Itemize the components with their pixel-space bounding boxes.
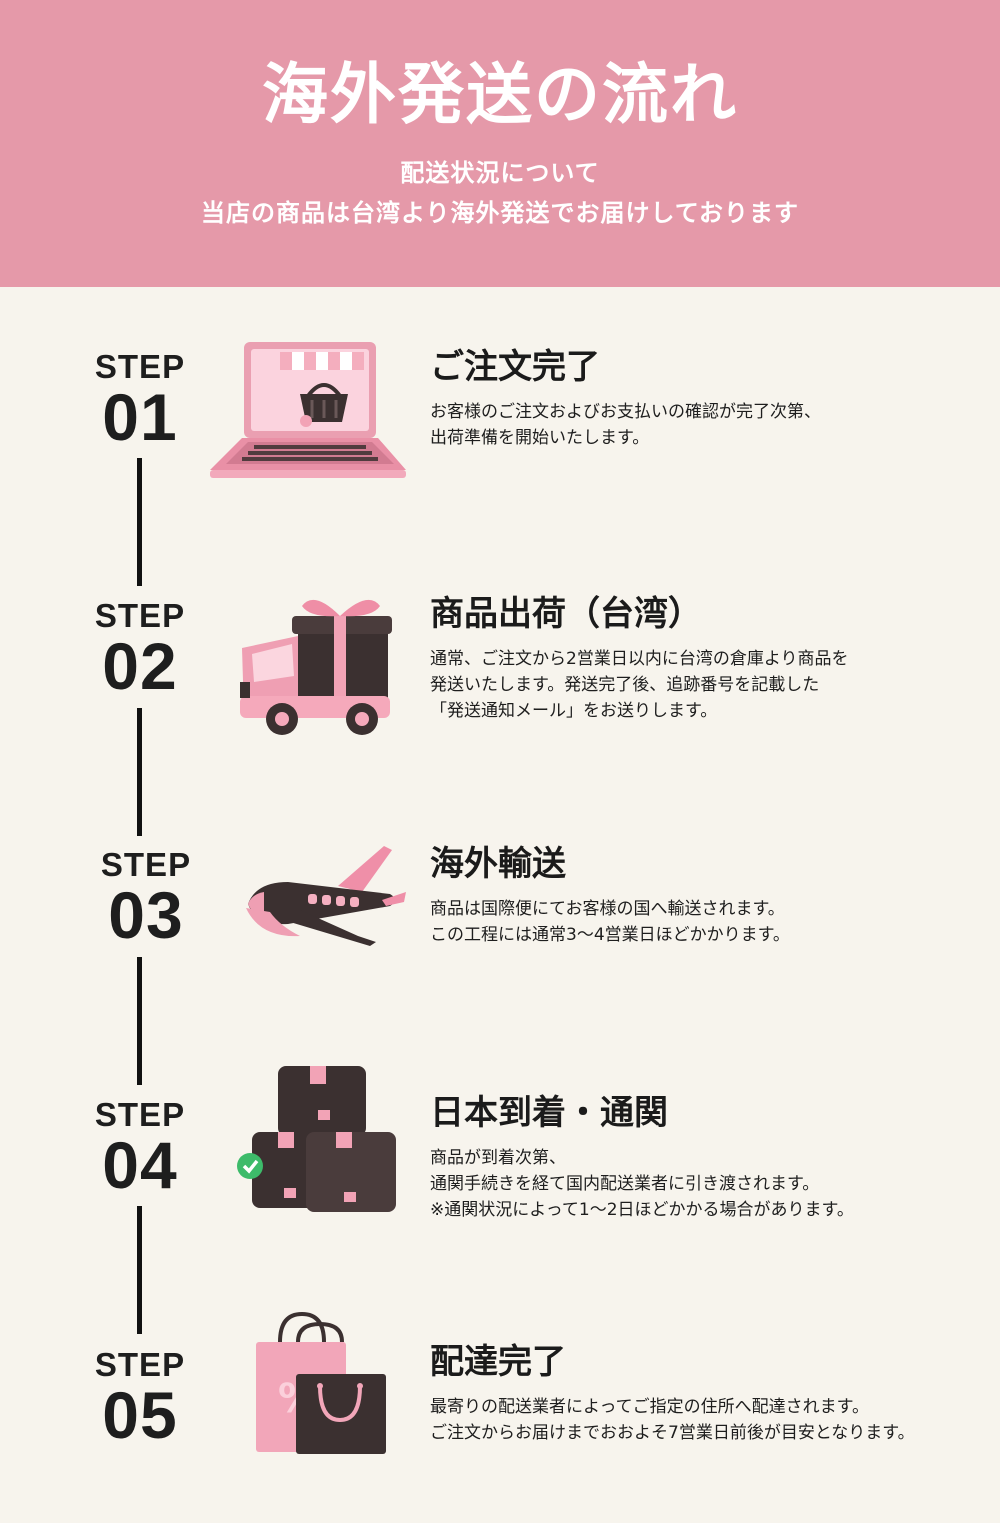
- step-3-desc-line-2: この工程には通常3～4営業日ほどかかります。: [430, 925, 790, 945]
- header-subtitle-line-2: 当店の商品は台湾より海外発送でお届けしております: [200, 199, 800, 227]
- step-4-word: STEP: [94, 1096, 186, 1133]
- step-2-title: 商品出荷（台湾）: [430, 594, 702, 634]
- delivery-truck-gift-icon: [240, 599, 392, 735]
- step-2-desc-line-3: 「発送通知メール」をお送りします。: [430, 701, 718, 721]
- shopping-bags-icon: %: [256, 1312, 386, 1454]
- airplane-icon: [246, 846, 406, 946]
- step-1-desc-line-2: 出荷準備を開始いたします。: [430, 428, 650, 448]
- step-1-content: ご注文完了 お客様のご注文およびお支払いの確認が完了次第、 出荷準備を開始いたし…: [430, 345, 970, 451]
- step-2-label: STEP 02: [80, 597, 200, 703]
- step-connector-2: [137, 708, 142, 836]
- step-1-title: ご注文完了: [430, 347, 600, 387]
- step-5-word: STEP: [94, 1346, 186, 1383]
- step-2-word: STEP: [94, 597, 186, 634]
- step-5-content: 配達完了 最寄りの配送業者によってご指定の住所へ配達されます。 ご注文からお届け…: [430, 1340, 970, 1446]
- step-3-content: 海外輸送 商品は国際便にてお客様の国へ輸送されます。 この工程には通常3～4営業…: [430, 842, 970, 948]
- step-2-content: 商品出荷（台湾） 通常、ご注文から2営業日以内に台湾の倉庫より商品を 発送いたし…: [430, 592, 970, 724]
- step-1-label: STEP 01: [80, 348, 200, 454]
- step-3-number: 03: [108, 878, 184, 952]
- step-2-desc-line-1: 通常、ご注文から2営業日以内に台湾の倉庫より商品を: [430, 649, 849, 669]
- step-3-description: 商品は国際便にてお客様の国へ輸送されます。 この工程には通常3～4営業日ほどかか…: [430, 896, 970, 948]
- step-3-label: STEP 03: [86, 846, 206, 952]
- step-4-number: 04: [102, 1128, 178, 1202]
- step-5-number: 05: [102, 1378, 178, 1452]
- page-title: 海外発送の流れ: [262, 56, 738, 133]
- step-4-content: 日本到着・通関 商品が到着次第、 通関手続きを経て国内配送業者に引き渡されます。…: [430, 1091, 970, 1223]
- step-2-description: 通常、ご注文から2営業日以内に台湾の倉庫より商品を 発送いたします。発送完了後、…: [430, 646, 970, 724]
- laptop-shopping-basket-icon: [210, 342, 406, 478]
- step-3-desc-line-1: 商品は国際便にてお客様の国へ輸送されます。: [430, 899, 785, 919]
- step-4-desc-line-1: 商品が到着次第、: [430, 1148, 566, 1168]
- step-2-desc-line-2: 発送いたします。発送完了後、追跡番号を記載した: [430, 675, 820, 695]
- step-1-description: お客様のご注文およびお支払いの確認が完了次第、 出荷準備を開始いたします。: [430, 399, 970, 451]
- header-subtitle-line-1: 配送状況について: [400, 159, 600, 187]
- step-4-label: STEP 04: [80, 1096, 200, 1202]
- stacked-boxes-check-icon: [237, 1066, 396, 1212]
- step-4-title: 日本到着・通関: [430, 1093, 668, 1133]
- step-5-desc-line-2: ご注文からお届けまでおおよそ7営業日前後が目安となります。: [430, 1423, 915, 1443]
- step-2-number: 02: [102, 629, 178, 703]
- step-5-label: STEP 05: [80, 1346, 200, 1452]
- step-4-desc-line-2: 通関手続きを経て国内配送業者に引き渡されます。: [430, 1174, 820, 1194]
- step-4-description: 商品が到着次第、 通関手続きを経て国内配送業者に引き渡されます。 ※通関状況によ…: [430, 1145, 970, 1223]
- step-1-number: 01: [102, 380, 178, 454]
- step-4-desc-line-3: ※通関状況によって1～2日ほどかかる場合があります。: [430, 1200, 854, 1220]
- step-5-description: 最寄りの配送業者によってご指定の住所へ配達されます。 ご注文からお届けまでおおよ…: [430, 1394, 970, 1446]
- step-5-title: 配達完了: [430, 1342, 566, 1382]
- step-connector-3: [137, 957, 142, 1085]
- step-5-desc-line-1: 最寄りの配送業者によってご指定の住所へ配達されます。: [430, 1397, 869, 1417]
- step-3-word: STEP: [100, 846, 192, 883]
- step-1-desc-line-1: お客様のご注文およびお支払いの確認が完了次第、: [430, 402, 821, 422]
- header-banner: 海外発送の流れ 配送状況について 当店の商品は台湾より海外発送でお届けしておりま…: [0, 0, 1000, 287]
- header-subtitle: 配送状況について 当店の商品は台湾より海外発送でお届けしております: [0, 153, 1000, 233]
- step-connector-4: [137, 1206, 142, 1334]
- step-3-title: 海外輸送: [430, 844, 566, 884]
- step-connector-1: [137, 458, 142, 586]
- step-1-word: STEP: [94, 348, 186, 385]
